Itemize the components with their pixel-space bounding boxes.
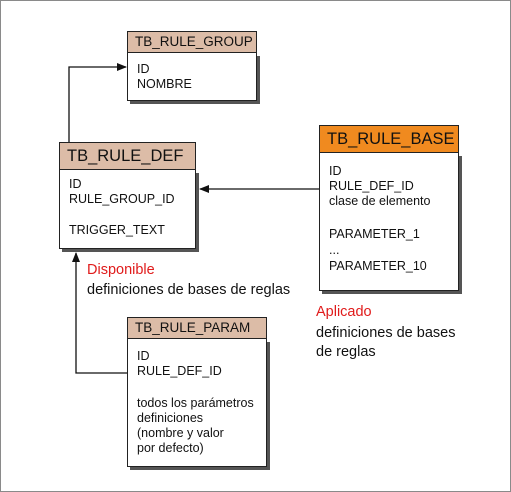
entity-header: TB_RULE_PARAM (127, 317, 267, 339)
annotation-aplicado-text-2: de reglas (316, 344, 376, 360)
connector-param-to-def (72, 252, 127, 374)
field-description-2: definiciones (137, 411, 204, 425)
field-id: ID (329, 164, 342, 178)
entity-header: TB_RULE_BASE (319, 125, 459, 153)
field-ellipsis: ... (329, 243, 340, 257)
entity-tb-rule-group[interactable]: TB_RULE_GROUP ID NOMBRE (127, 31, 257, 101)
entity-header: TB_RULE_DEF (59, 142, 196, 170)
field-rule-def-id: RULE_DEF_ID (137, 364, 222, 378)
annotation-disponible-label: Disponible (87, 262, 155, 278)
field-description-3: (nombre y valor (137, 426, 224, 440)
entity-body: ID RULE_DEF_ID todos los parámetros defi… (127, 339, 267, 467)
field-nombre: NOMBRE (137, 77, 192, 91)
annotation-aplicado-label: Aplicado (316, 304, 372, 320)
field-id: ID (137, 62, 150, 76)
entity-body: ID NOMBRE (127, 53, 257, 101)
field-parameter-1: PARAMETER_1 (329, 227, 420, 241)
entity-tb-rule-param[interactable]: TB_RULE_PARAM ID RULE_DEF_ID todos los p… (127, 317, 267, 467)
entity-body: ID RULE_DEF_ID clase de elemento PARAMET… (319, 153, 459, 291)
field-description-4: por defecto) (137, 441, 204, 455)
entity-header: TB_RULE_GROUP (127, 31, 257, 53)
field-id: ID (69, 177, 82, 191)
field-description-1: todos los parámetros (137, 396, 254, 410)
field-id: ID (137, 349, 150, 363)
entity-body: ID RULE_GROUP_ID TRIGGER_TEXT (59, 170, 196, 249)
entity-tb-rule-def[interactable]: TB_RULE_DEF ID RULE_GROUP_ID TRIGGER_TEX… (59, 142, 196, 249)
annotation-aplicado-text-1: definiciones de bases (316, 325, 456, 341)
field-clase-de-elemento: clase de elemento (329, 194, 431, 208)
field-trigger-text: TRIGGER_TEXT (69, 223, 165, 237)
annotation-disponible-text: definiciones de bases de reglas (87, 282, 291, 298)
field-parameter-10: PARAMETER_10 (329, 259, 427, 273)
entity-tb-rule-base[interactable]: TB_RULE_BASE ID RULE_DEF_ID clase de ele… (319, 125, 459, 291)
field-rule-def-id: RULE_DEF_ID (329, 179, 414, 193)
field-rule-group-id: RULE_GROUP_ID (69, 192, 175, 206)
connector-def-to-group (68, 63, 127, 142)
